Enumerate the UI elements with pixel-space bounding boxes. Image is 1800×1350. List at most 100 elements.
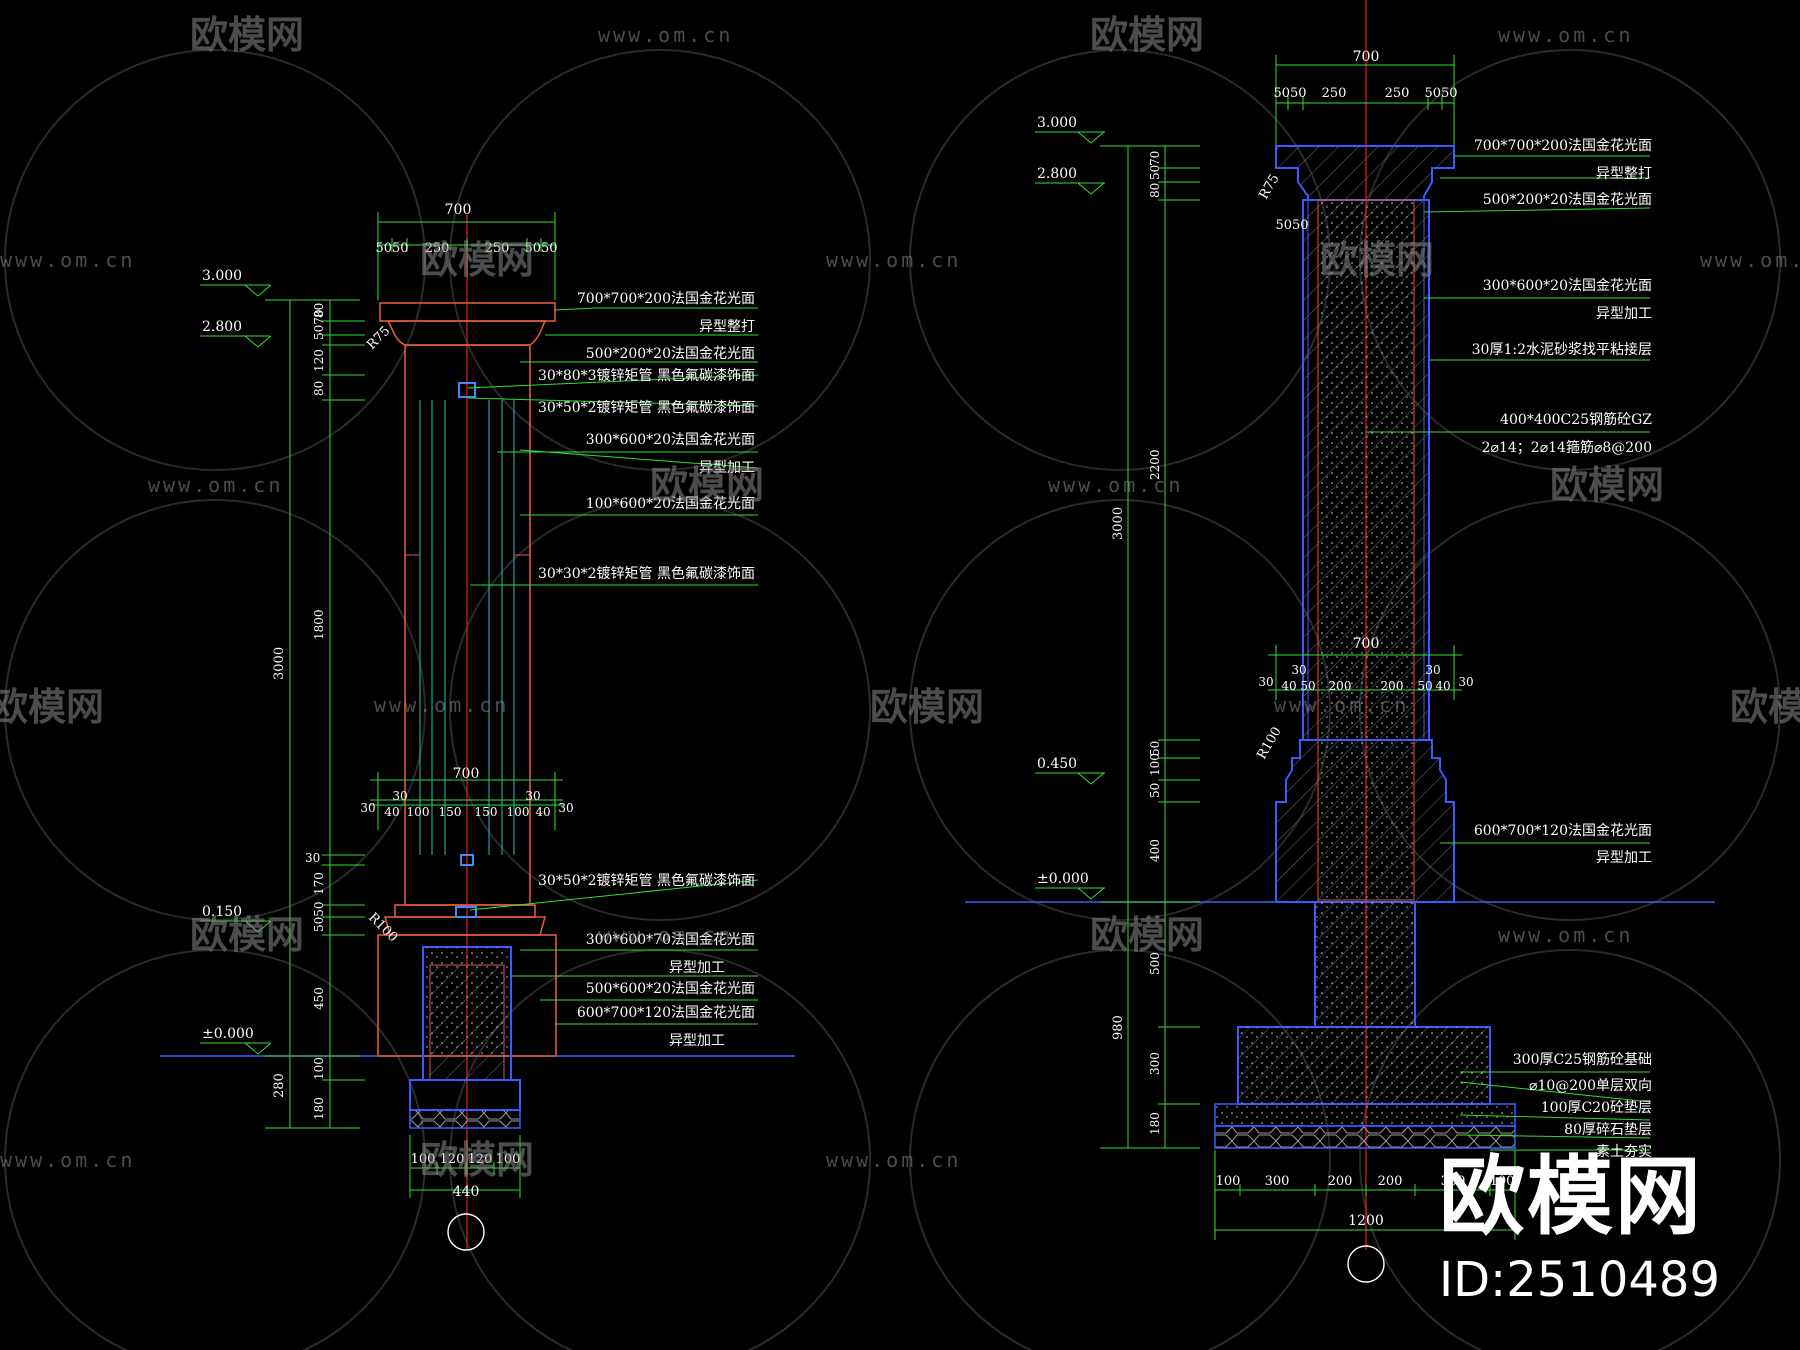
left-note: 300*600*20法国金花光面 xyxy=(586,432,755,448)
left-mid-dim-30: 30 xyxy=(392,789,407,803)
right-vert-dim: 3000 xyxy=(1111,507,1126,540)
left-note: 异型整打 xyxy=(699,318,755,335)
right-inner-dim: 80 xyxy=(1148,183,1162,198)
watermark-brand: 欧模网 xyxy=(0,685,104,729)
right-note: 300厚C25钢筋砼基础 xyxy=(1513,1051,1652,1068)
right-inner-dim: 50 xyxy=(1148,783,1162,798)
left-mid-dim: 100 xyxy=(407,805,430,819)
right-mid-dim: 200 xyxy=(1381,679,1404,693)
watermark-url: www.om.cn xyxy=(1700,248,1800,272)
watermark-url: www.om.cn xyxy=(148,473,283,497)
watermark-url: www.om.cn xyxy=(0,248,135,272)
right-top-dim-part: 5050 xyxy=(1424,86,1457,101)
watermark-url: www.om.cn xyxy=(1498,923,1633,947)
left-level-label: 3.000 xyxy=(202,268,242,284)
left-note: 30*80*3镀锌矩管 黑色氟碳漆饰面 xyxy=(538,367,755,384)
left-bottom-dim-part: 120 xyxy=(440,1152,465,1167)
right-bottom-dim-part: 100 xyxy=(1490,1174,1515,1189)
watermark-url: www.om.cn xyxy=(0,1148,135,1172)
right-radius-label: R75 xyxy=(1256,172,1282,202)
left-note: 500*600*20法国金花光面 xyxy=(586,981,755,997)
watermark-brand: 欧模网 xyxy=(420,1138,534,1182)
right-note: 100厚C20砼垫层 xyxy=(1541,1100,1652,1116)
right-top-dim-total: 700 xyxy=(1353,49,1380,65)
left-mid-dim-30: 30 xyxy=(360,801,375,815)
right-top-dim-part: 250 xyxy=(1385,86,1410,101)
left-mid-dim-total: 700 xyxy=(453,766,480,782)
right-level-label: 0.450 xyxy=(1037,756,1077,772)
right-inner-dim: 70 xyxy=(1148,151,1162,166)
left-note: 异型加工 xyxy=(669,960,725,976)
left-inner-dim: 1800 xyxy=(312,609,326,640)
left-mid-dim: 150 xyxy=(475,805,498,819)
right-top-dim-part: 250 xyxy=(1322,86,1347,101)
right-dim-label: 5050 xyxy=(1275,218,1308,233)
right-top-dim-part: 5050 xyxy=(1273,86,1306,101)
watermark-brand: 欧模网 xyxy=(190,913,304,957)
left-mid-dim: 150 xyxy=(439,805,462,819)
right-mid-dim: 50 xyxy=(1300,679,1315,693)
left-note: 700*700*200法国金花光面 xyxy=(577,291,755,307)
left-inner-dim: 80 xyxy=(312,381,326,396)
right-inner-dim: 300 xyxy=(1148,1052,1162,1075)
right-mid-dim-30: 30 xyxy=(1425,663,1440,677)
right-note: ⌀10@200单层双向 xyxy=(1529,1078,1652,1094)
left-note: 异型加工 xyxy=(669,1033,725,1049)
watermark-url: www.om.cn xyxy=(598,923,733,947)
watermark-url: www.om.cn xyxy=(1048,473,1183,497)
right-mid-dim-30: 30 xyxy=(1291,663,1306,677)
right-bottom-dim-part: 300 xyxy=(1265,1174,1290,1189)
watermark-url: www.om.cn xyxy=(1498,23,1633,47)
left-top-dim-part: 250 xyxy=(485,241,510,256)
right-note: 30厚1:2水泥砂浆找平粘接层 xyxy=(1472,341,1652,358)
right-mid-dim-30: 30 xyxy=(1458,675,1473,689)
left-radius-label: R75 xyxy=(364,324,393,353)
left-top-dim-part: 250 xyxy=(425,241,450,256)
watermark-brand: 欧模网 xyxy=(190,13,304,57)
left-inner-dim: 170 xyxy=(312,872,326,895)
left-note: 600*700*120法国金花光面 xyxy=(577,1005,755,1021)
left-mid-dim: 40 xyxy=(535,805,550,819)
watermark-brand: 欧模网 xyxy=(1090,13,1204,57)
left-vert-dim: 3000 xyxy=(272,647,287,680)
right-inner-dim: 50 xyxy=(1148,165,1162,180)
watermark-url: www.om.cn xyxy=(826,248,961,272)
left-bottom-dim-part: 100 xyxy=(411,1152,436,1167)
right-inner-dim: 50 xyxy=(1148,741,1162,756)
right-bottom-dim-part: 200 xyxy=(1378,1174,1403,1189)
right-bottom-dim-total: 1200 xyxy=(1348,1213,1384,1229)
left-mid-dim: 40 xyxy=(384,805,399,819)
watermark-brand: 欧模网 xyxy=(1320,238,1434,282)
right-mid-dim: 200 xyxy=(1329,679,1352,693)
right-note: 400*400C25钢筋砼GZ xyxy=(1500,411,1652,428)
watermark-url: www.om.cn xyxy=(1274,693,1409,717)
left-note: 异型加工 xyxy=(699,460,755,476)
left-bottom-dim-total: 440 xyxy=(453,1184,480,1200)
left-level-label: 0.150 xyxy=(202,904,242,920)
right-level-label: 3.000 xyxy=(1037,115,1077,131)
watermark-url: www.om.cn xyxy=(826,1148,961,1172)
left-inner-dim: 120 xyxy=(312,349,326,372)
right-inner-dim: 2200 xyxy=(1148,449,1162,480)
right-inner-dim: 400 xyxy=(1148,839,1162,862)
right-mid-dim: 50 xyxy=(1417,679,1432,693)
left-inner-dim: 5070 xyxy=(312,309,326,340)
left-top-dim-part: 5050 xyxy=(524,241,557,256)
watermark-brand: 欧模网 xyxy=(870,685,984,729)
right-bottom-dim-part: 200 xyxy=(1328,1174,1353,1189)
left-inner-dim: 80 xyxy=(312,303,326,318)
left-note: 30*30*2镀锌矩管 黑色氟碳漆饰面 xyxy=(538,565,755,582)
left-note: 100*600*20法国金花光面 xyxy=(586,496,755,512)
left-top-dim-part: 5050 xyxy=(375,241,408,256)
left-vert-dim: 280 xyxy=(272,1073,287,1098)
right-note: 2⌀14；2⌀14箍筋⌀8@200 xyxy=(1482,439,1652,456)
watermark-brand: 欧模网 xyxy=(1090,913,1204,957)
right-mid-dim: 40 xyxy=(1281,679,1296,693)
right-note: 500*200*20法国金花光面 xyxy=(1483,192,1652,208)
right-inner-dim: 500 xyxy=(1148,952,1162,975)
left-level-label: 2.800 xyxy=(202,319,242,335)
watermark-brand: 欧模网 xyxy=(1730,685,1800,729)
left-inner-dim: 450 xyxy=(312,987,326,1010)
left-inner-dim: 30 xyxy=(305,851,320,865)
left-inner-dim: 5050 xyxy=(312,901,326,932)
